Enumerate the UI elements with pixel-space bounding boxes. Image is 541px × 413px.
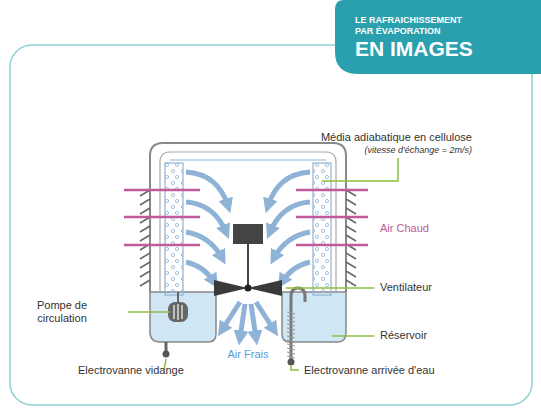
inlet-valve-label: Electrovanne arrivée d'eau: [304, 364, 435, 377]
left-reservoir: [150, 292, 216, 342]
tab-title: EN IMAGES: [355, 37, 473, 60]
water-distribution-pipe: [170, 159, 326, 160]
air-flow-arrows: [186, 172, 310, 338]
circulation-pump: [168, 302, 188, 322]
media-label: Média adiabatique en cellulose: [321, 131, 472, 144]
header-tab: LE RAFRAICHISSEMENT PAR ÉVAPORATIONEN IM…: [333, 0, 541, 74]
cellulose-media-right: [313, 163, 331, 295]
pump-label: Pompe de circulation: [31, 299, 93, 325]
fan-blades: [214, 280, 282, 296]
fan-label: Ventilateur: [380, 281, 432, 294]
cellulose-media-left: [165, 163, 183, 295]
hot-air-lines: [124, 190, 368, 245]
leader-lines: [128, 158, 398, 370]
housing-inner: [160, 152, 336, 292]
cool-air-label: Air Frais: [228, 348, 269, 361]
hot-air-label: Air Chaud: [380, 222, 429, 235]
fan-motor: [233, 224, 263, 244]
tab-subtitle: LE RAFRAICHISSEMENT PAR ÉVAPORATION: [355, 15, 480, 38]
inlet-valve: [288, 359, 295, 366]
reservoir-label: Réservoir: [380, 329, 427, 342]
drain-valve-label: Electrovanne vidange: [78, 364, 184, 377]
frame: [10, 45, 532, 405]
media-note: (vitesse d'échange = 2m/s): [364, 145, 472, 156]
